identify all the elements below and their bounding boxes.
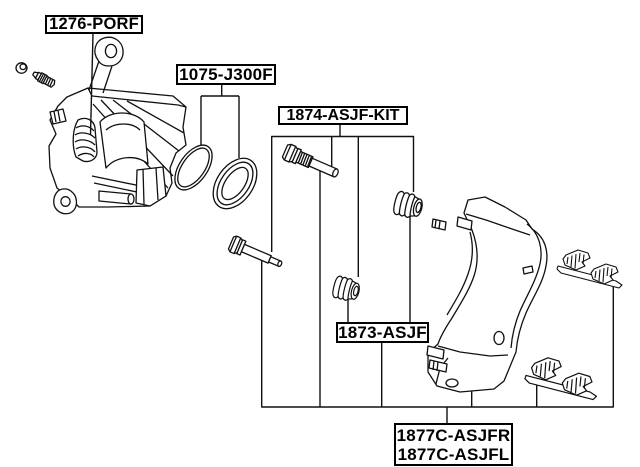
bleeder-cap-drawing <box>15 62 28 74</box>
bleeder-screw-drawing <box>32 71 56 88</box>
part-label-1276-porf[interactable]: 1276-PORF <box>45 15 143 34</box>
part-number-text-right: 1877C-ASJFR <box>396 425 511 445</box>
leader-lines <box>89 33 614 423</box>
part-label-1874-asjf-kit[interactable]: 1874-ASJF-KIT <box>278 106 408 125</box>
guide-pin-upper-drawing <box>281 143 339 178</box>
part-number-text: 1276-PORF <box>49 15 139 34</box>
caliper-bracket-drawing <box>426 196 548 393</box>
brake-caliper-drawing <box>48 36 187 215</box>
part-label-1075-j300f[interactable]: 1075-J300F <box>176 64 276 85</box>
part-label-1877c-asjf[interactable]: 1877C-ASJFR 1877C-ASJFL <box>394 423 513 466</box>
part-number-text: 1075-J300F <box>179 65 273 84</box>
pin-bushing-upper-drawing <box>391 189 426 221</box>
part-label-1873-asjf[interactable]: 1873-ASJF <box>336 322 429 343</box>
pad-clips-lower-drawing <box>524 357 598 401</box>
part-number-text: 1873-ASJF <box>338 323 427 342</box>
piston-boot-drawing <box>212 157 258 210</box>
pad-clips-upper-drawing <box>556 249 623 289</box>
pin-bushing-lower-drawing <box>330 274 363 304</box>
part-number-text-left: 1877C-ASJFL <box>397 444 510 464</box>
piston-seal-ring-drawing <box>174 144 213 191</box>
guide-pin-lower-drawing <box>227 235 283 268</box>
part-number-text: 1874-ASJF-KIT <box>286 106 400 124</box>
